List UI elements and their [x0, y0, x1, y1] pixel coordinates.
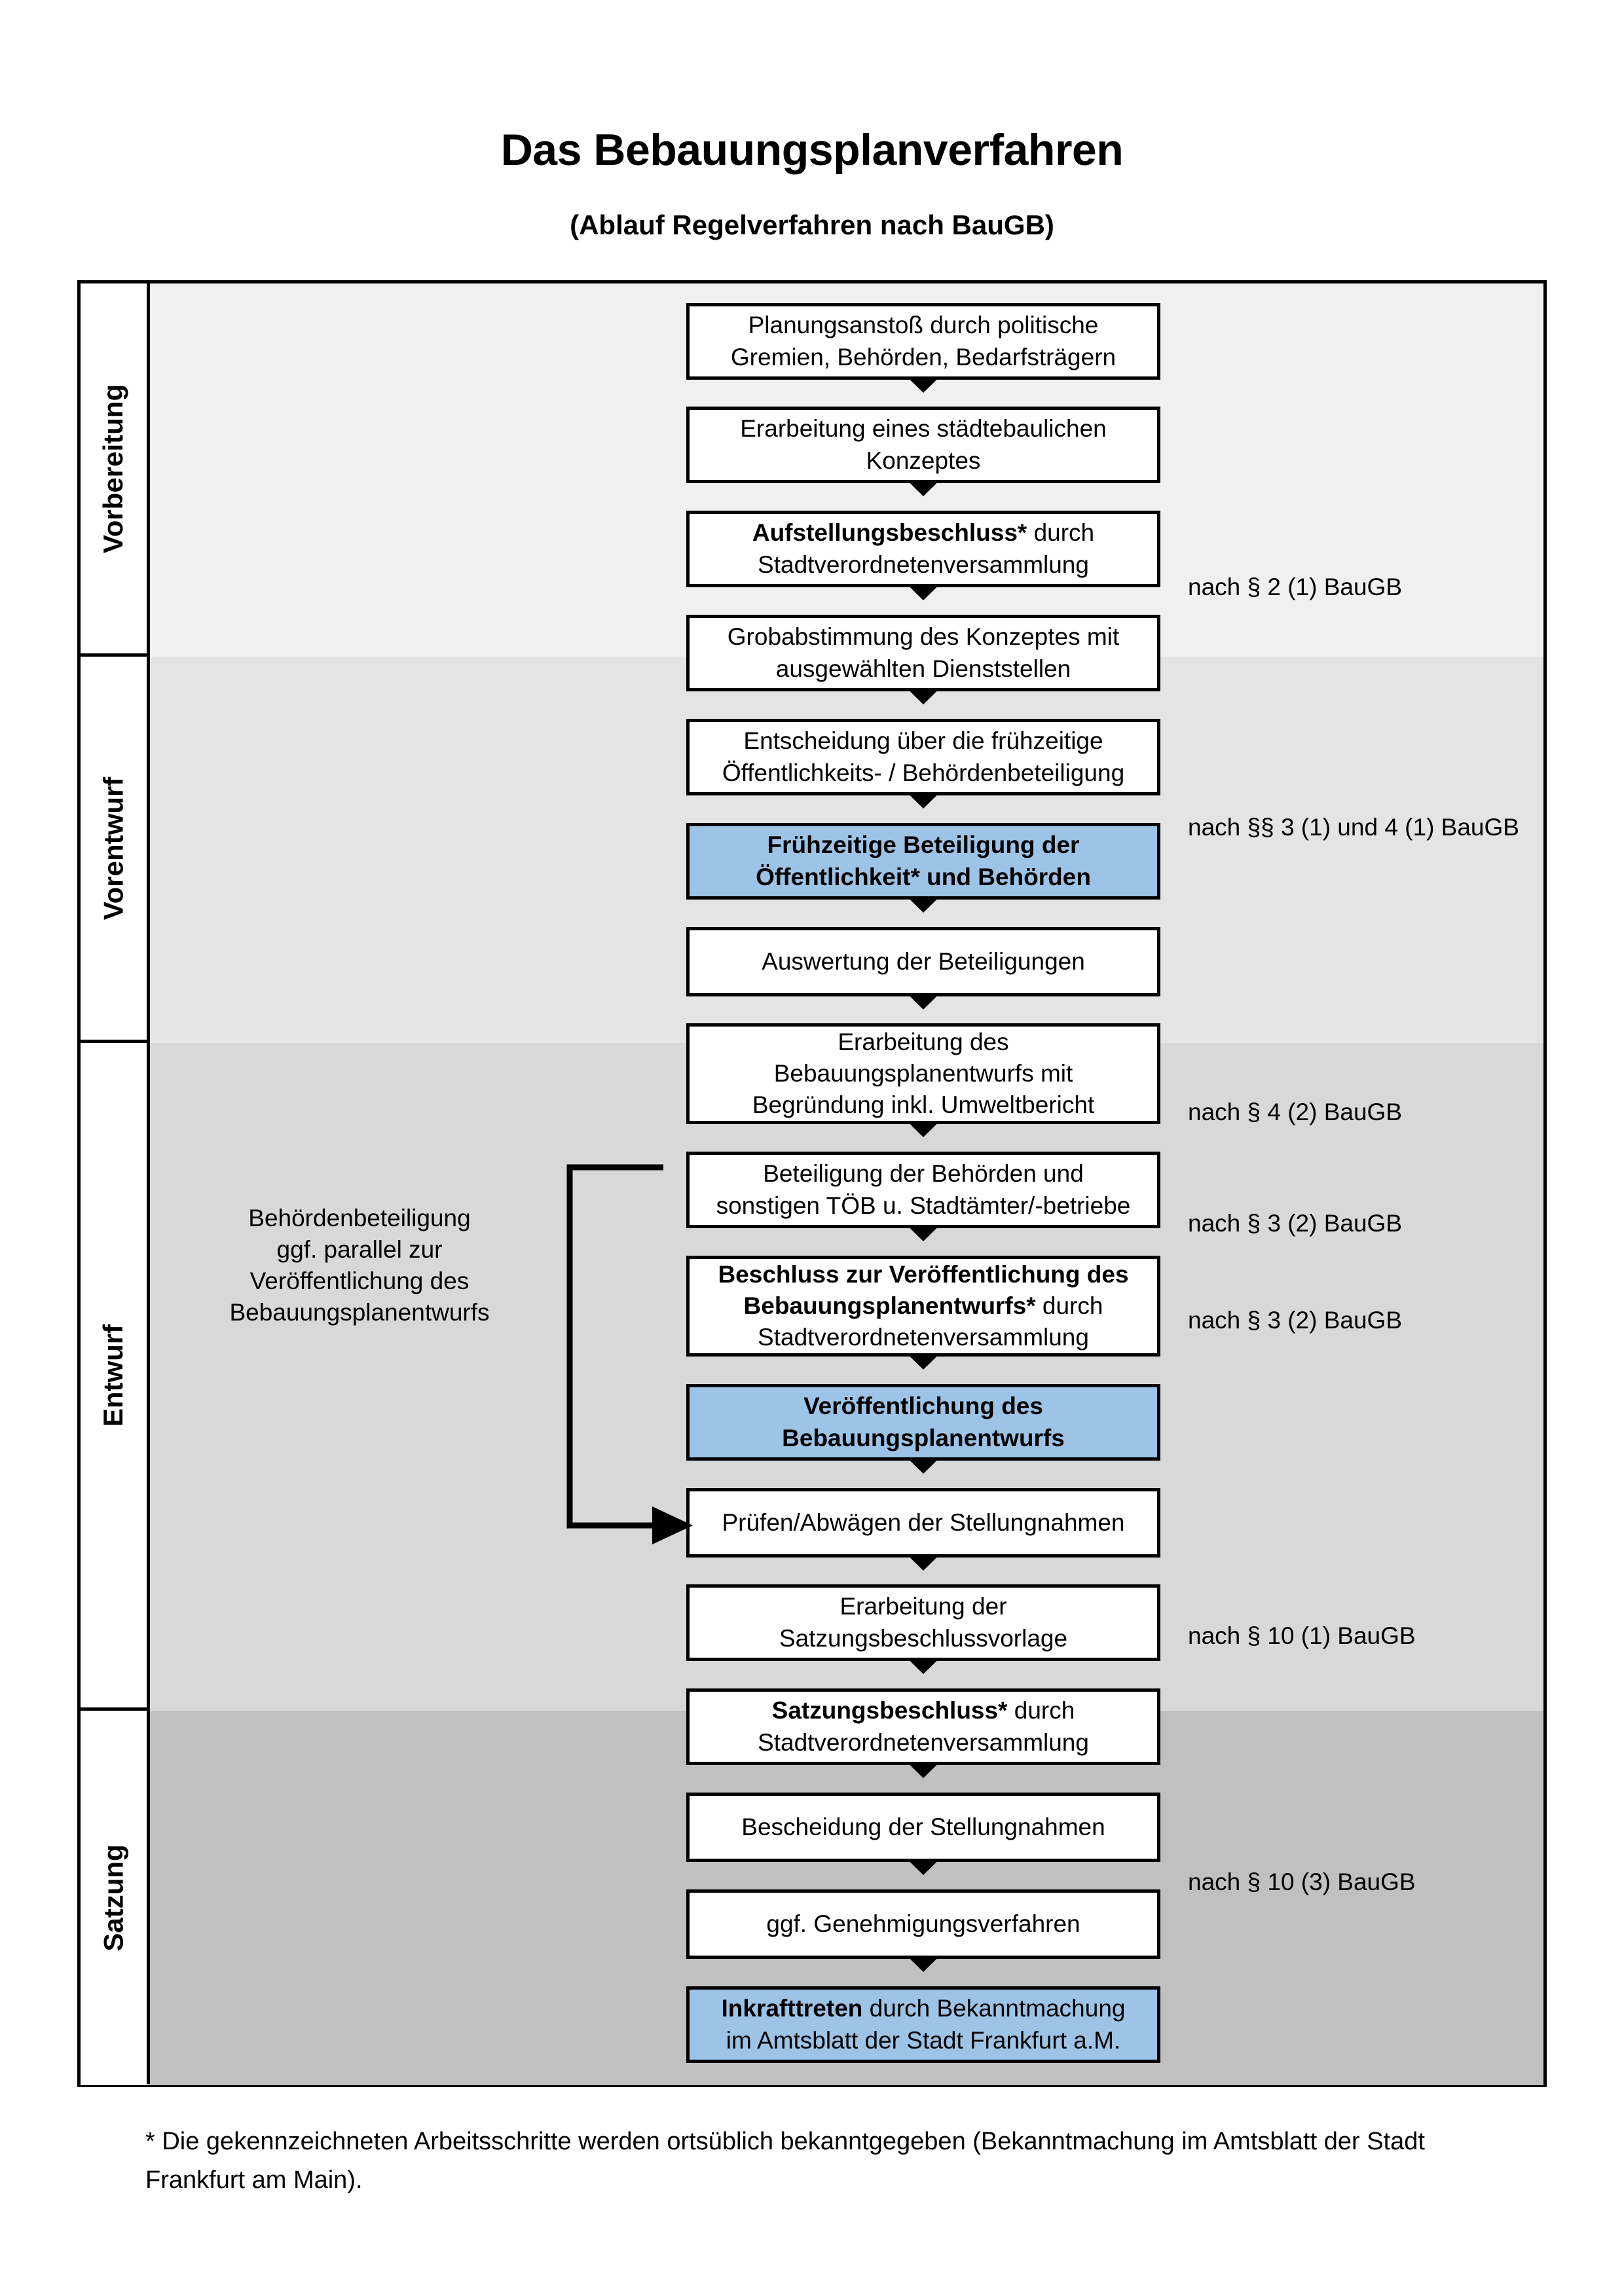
process-box-text: ggf. Genehmigungsverfahren — [766, 1910, 1080, 1937]
side-annotation-line: ggf. parallel zur — [276, 1236, 443, 1264]
law-reference-law-3-2-b: nach § 3 (2) BauGB — [1188, 1307, 1403, 1334]
page-title: Das Bebauungsplanverfahren — [500, 125, 1124, 175]
phase-label-vorbereitung: Vorbereitung — [81, 283, 147, 657]
side-annotation-line: Bebauungsplanentwurfs — [229, 1299, 490, 1326]
phase-label-text: Entwurf — [98, 1324, 129, 1427]
process-box-genehmigungsverfahren[interactable]: ggf. Genehmigungsverfahren — [686, 1889, 1160, 1959]
law-reference-law-10-3: nach § 10 (3) BauGB — [1188, 1868, 1416, 1895]
process-box-pruefen-abwaegen[interactable]: Prüfen/Abwägen der Stellungnahmen — [686, 1488, 1160, 1558]
side-annotation-line: Behördenbeteiligung — [248, 1205, 471, 1231]
phase-label-text: Vorbereitung — [98, 384, 129, 553]
process-box-auswertung-beteiligungen[interactable]: Auswertung der Beteiligungen — [686, 927, 1160, 996]
footnote-asterisk-note: * Die gekennzeichneten Arbeitsschritte w… — [145, 2128, 1425, 2194]
process-box-text: Prüfen/Abwägen der Stellungnahmen — [722, 1508, 1125, 1536]
law-reference-law-2-1: nach § 2 (1) BauGB — [1188, 574, 1403, 600]
law-reference-law-10-1: nach § 10 (1) BauGB — [1188, 1622, 1416, 1649]
law-reference-law-3-1-4-1: nach §§ 3 (1) und 4 (1) BauGB — [1188, 814, 1519, 841]
law-reference-law-4-2: nach § 4 (2) BauGB — [1188, 1099, 1403, 1125]
phase-label-vorentwurf: Vorentwurf — [81, 657, 147, 1043]
process-box-bescheidung-stellungnahmen[interactable]: Bescheidung der Stellungnahmen — [686, 1793, 1160, 1862]
phase-label-text: Satzung — [98, 1844, 129, 1952]
bypass-connector-arrow — [566, 1164, 693, 1544]
page-subtitle: (Ablauf Regelverfahren nach BauGB) — [570, 210, 1054, 240]
process-box-text: Auswertung der Beteiligungen — [762, 947, 1085, 975]
side-annotation-line: Veröffentlichung des — [249, 1267, 470, 1295]
process-box-text: Bescheidung der Stellungnahmen — [741, 1813, 1105, 1840]
law-reference-law-3-2-a: nach § 3 (2) BauGB — [1188, 1210, 1403, 1237]
phase-label-entwurf: Entwurf — [81, 1043, 147, 1711]
phase-label-text: Vorentwurf — [98, 776, 129, 920]
phase-label-satzung: Satzung — [81, 1711, 147, 2085]
